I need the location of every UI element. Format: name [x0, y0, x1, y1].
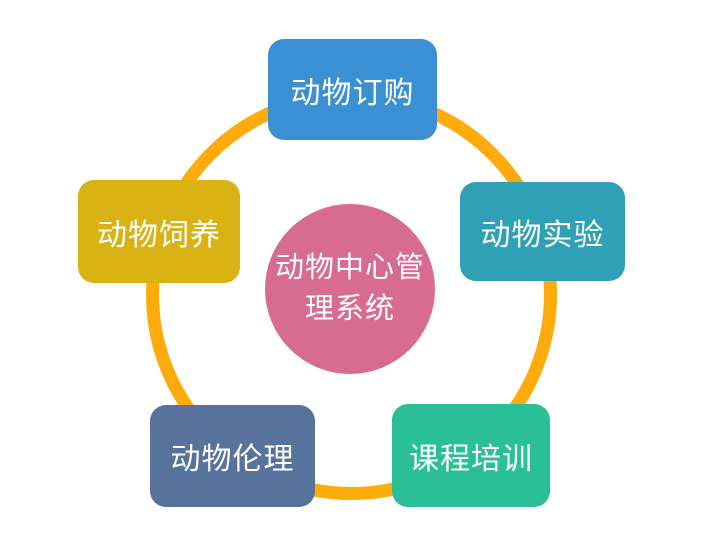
center-label-line-2: 理系统: [304, 293, 395, 325]
node-animal-experiment: 动物实验: [460, 182, 625, 281]
node-animal-ordering: 动物订购: [268, 39, 437, 140]
center-label-line-1: 动物中心管: [274, 252, 425, 284]
center-circle: 动物中心管 理系统: [265, 204, 435, 374]
node-course-training: 课程培训: [392, 404, 550, 507]
node-animal-ethics: 动物伦理: [150, 405, 315, 507]
node-animal-husbandry: 动物饲养: [78, 180, 240, 283]
